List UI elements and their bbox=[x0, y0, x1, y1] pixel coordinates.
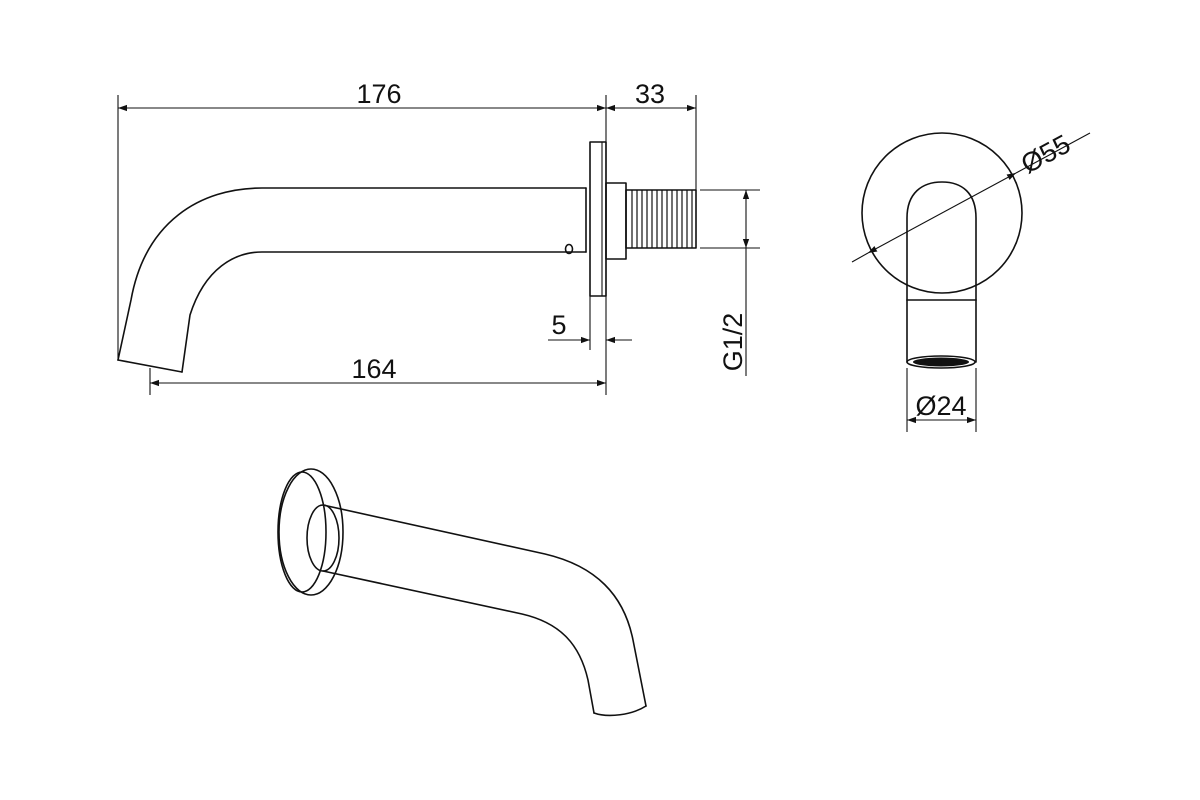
spout-length-label: 164 bbox=[351, 354, 396, 384]
wall-plate-perspective bbox=[277, 468, 344, 596]
perspective-view bbox=[277, 468, 647, 717]
spout-front-outline bbox=[906, 181, 977, 369]
wall-plate-diameter-label: Ø55 bbox=[1016, 129, 1075, 180]
spout-side-outline bbox=[117, 187, 587, 373]
side-view: 176 33 164 5 G1/2 bbox=[117, 79, 760, 395]
wall-plate-thickness-label: 5 bbox=[551, 310, 566, 340]
wall-plate-side bbox=[589, 141, 627, 297]
dimension-outlet-diameter: Ø24 bbox=[906, 368, 977, 432]
dimension-thread-size: G1/2 bbox=[718, 190, 750, 376]
wall-plate-front bbox=[861, 132, 1023, 294]
extension-lines-side bbox=[117, 95, 760, 395]
spout-perspective-outline bbox=[306, 504, 647, 717]
dimension-wall-plate-thickness: 5 bbox=[548, 310, 632, 344]
connector-length-label: 33 bbox=[635, 79, 665, 109]
outlet-diameter-label: Ø24 bbox=[915, 391, 966, 421]
dimension-overall-length: 176 bbox=[118, 79, 606, 112]
dimension-connector-length: 33 bbox=[606, 79, 696, 112]
front-view: Ø55 Ø24 bbox=[851, 129, 1091, 432]
dimension-spout-length: 164 bbox=[150, 354, 606, 387]
threaded-connector bbox=[625, 189, 697, 249]
overall-length-label: 176 bbox=[356, 79, 401, 109]
thread-size-label: G1/2 bbox=[718, 313, 748, 372]
